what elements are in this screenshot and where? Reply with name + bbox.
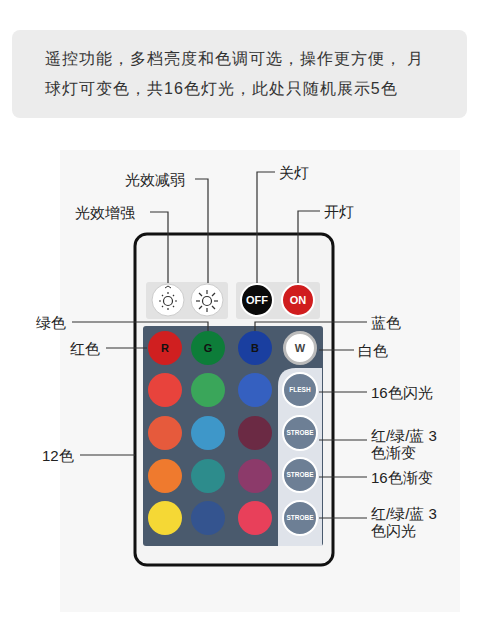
- callout-label: 12色: [42, 447, 74, 464]
- node-text: ON: [290, 295, 307, 306]
- color-panel: [143, 326, 323, 546]
- label-text: 关灯: [279, 164, 309, 181]
- mode-panel: [278, 368, 322, 546]
- node-text: STROBE: [286, 430, 313, 437]
- label-text: 16色闪光: [371, 384, 433, 401]
- leader-lines: [72, 172, 367, 518]
- node-text: 遥控功能，多档亮度和色调可选，操作更方便， 月球灯可变色，共16色灯光，此处只随…: [45, 44, 425, 104]
- callout-label: 光效减弱: [125, 171, 185, 188]
- callout-label: 红/绿/蓝 3色闪光: [371, 505, 445, 539]
- label-text: 16色渐变: [371, 469, 433, 486]
- blue-button: B: [238, 331, 272, 365]
- brightness-down-button: [152, 284, 184, 316]
- background-panel: [60, 150, 460, 612]
- node-text: STROBE: [286, 472, 313, 479]
- white-button: W: [283, 331, 317, 365]
- callout-label: 关灯: [279, 164, 309, 181]
- label-text: 红/绿/蓝 3色渐变: [371, 427, 437, 461]
- label-text: 红色: [70, 340, 100, 357]
- callout-label: 16色渐变: [371, 469, 433, 486]
- label-text: 白色: [358, 342, 388, 359]
- label-text: 光效减弱: [125, 171, 185, 188]
- callout-label: 绿色: [36, 314, 66, 331]
- callout-label: 红/绿/蓝 3色渐变: [371, 427, 445, 461]
- color-buttons: [148, 373, 272, 535]
- mode-button: STROBE: [282, 415, 318, 451]
- label-text: 红/绿/蓝 3色闪光: [371, 505, 437, 539]
- node-text: B: [251, 343, 259, 354]
- label-text: 12色: [42, 447, 74, 464]
- label-text: 蓝色: [371, 314, 401, 331]
- mode-button: FLESH: [282, 372, 318, 408]
- brightness-up-button: [191, 284, 223, 316]
- mode-button: STROBE: [282, 457, 318, 493]
- note-band: 遥控功能，多档亮度和色调可选，操作更方便， 月球灯可变色，共16色灯光，此处只随…: [12, 30, 467, 118]
- green-button: G: [191, 331, 225, 365]
- button-panel: [146, 282, 228, 319]
- mode-button: STROBE: [282, 500, 318, 536]
- node-text: R: [161, 343, 169, 354]
- button-panel: [236, 282, 320, 319]
- node-text: G: [204, 343, 213, 354]
- red-button: R: [148, 331, 182, 365]
- callout-label: 开灯: [324, 203, 354, 220]
- callout-label: 红色: [70, 340, 100, 357]
- node-text: W: [295, 343, 305, 354]
- label-text: 光效增强: [75, 204, 135, 221]
- callout-label: 白色: [358, 342, 388, 359]
- on-button: ON: [281, 283, 315, 317]
- callout-label: 16色闪光: [371, 384, 433, 401]
- off-button: OFF: [240, 283, 274, 317]
- node-text: FLESH: [289, 387, 310, 394]
- callout-label: 蓝色: [371, 314, 401, 331]
- label-text: 开灯: [324, 203, 354, 220]
- label-text: 绿色: [36, 314, 66, 331]
- callout-label: 光效增强: [75, 204, 135, 221]
- remote-body: [135, 234, 333, 565]
- node-text: STROBE: [286, 515, 313, 522]
- node-text: OFF: [246, 295, 268, 306]
